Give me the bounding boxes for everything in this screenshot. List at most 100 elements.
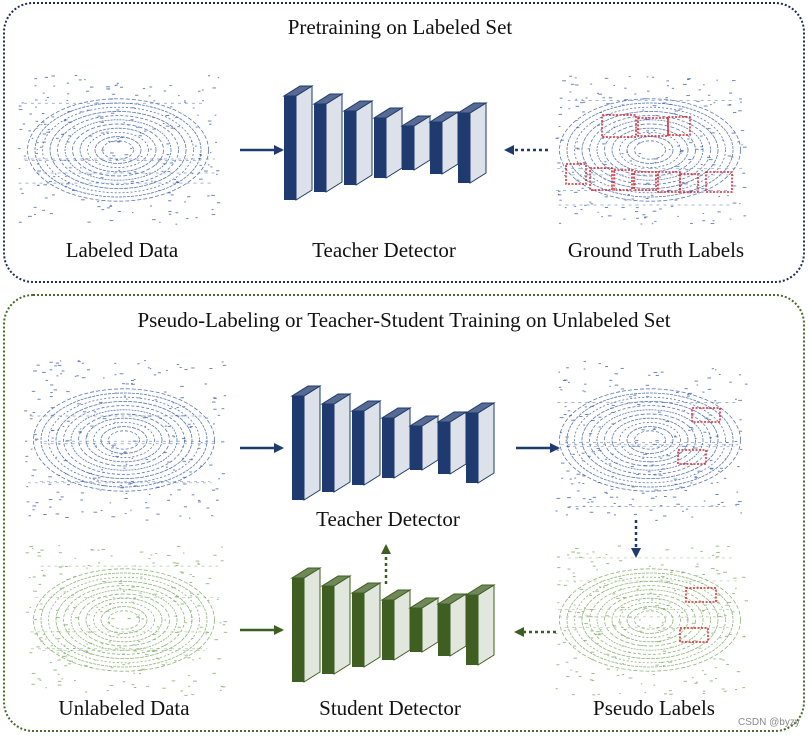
lidar-point — [153, 638, 156, 640]
lidar-point — [621, 104, 624, 106]
lidar-point — [57, 673, 60, 675]
lidar-point — [713, 102, 716, 104]
lidar-point — [592, 694, 596, 696]
lidar-point — [192, 107, 195, 109]
lidar-point — [643, 607, 648, 609]
lidar-point — [42, 133, 47, 135]
lidar-point — [69, 660, 74, 662]
lidar-ring — [27, 98, 209, 202]
lidar-point — [44, 76, 49, 78]
lidar-point — [729, 381, 732, 383]
lidar-point — [727, 155, 732, 157]
lidar-point — [703, 673, 707, 675]
lidar-point — [192, 680, 197, 682]
lidar-point — [136, 616, 140, 618]
lidar-point — [572, 576, 576, 578]
lidar-point — [589, 609, 594, 611]
pretraining-title: Pretraining on Labeled Set — [287, 15, 513, 39]
lidar-point — [221, 361, 224, 363]
lidar-point — [63, 460, 68, 462]
lidar-point — [638, 153, 641, 155]
lidar-point — [619, 692, 621, 694]
lidar-point — [739, 419, 742, 421]
lidar-point — [165, 125, 170, 127]
lidar-point — [188, 685, 191, 687]
lidar-point — [152, 634, 156, 636]
lidar-point — [722, 626, 725, 628]
lidar-point — [133, 379, 136, 381]
lidar-point — [691, 547, 694, 549]
lidar-point — [631, 198, 635, 200]
lidar-point — [606, 563, 610, 565]
lidar-point — [560, 389, 563, 391]
lidar-point — [137, 363, 140, 365]
lidar-point — [138, 614, 140, 616]
lidar-point — [574, 477, 577, 479]
lidar-point — [662, 102, 667, 104]
lidar-point — [585, 615, 589, 617]
lidar-point — [694, 682, 698, 684]
lidar-point — [62, 426, 65, 428]
lidar-point — [653, 684, 656, 686]
lidar-point — [738, 110, 742, 112]
lidar-point — [693, 447, 698, 449]
lidar-point — [97, 477, 101, 479]
lidar-point — [576, 148, 580, 150]
lidar-point — [50, 407, 54, 409]
lidar-point — [34, 439, 38, 441]
lidar-point — [159, 221, 161, 223]
lidar-point — [66, 420, 70, 422]
lidar-point — [31, 475, 34, 477]
lidar-ring — [48, 396, 200, 484]
lidar-point — [205, 583, 210, 585]
lidar-point — [668, 661, 672, 663]
detector-layer — [352, 593, 364, 667]
lidar-point — [42, 575, 46, 577]
lidar-point — [618, 621, 622, 623]
lidar-point — [602, 163, 607, 165]
lidar-point — [565, 440, 568, 442]
lidar-point — [701, 174, 703, 176]
lidar-point — [36, 142, 39, 144]
lidar-point — [695, 575, 699, 577]
lidar-point — [737, 501, 742, 503]
lidar-point — [200, 442, 203, 444]
lidar-point — [715, 493, 719, 495]
lidar-point — [199, 178, 203, 180]
lidar-point — [560, 106, 563, 108]
lidar-ring — [589, 405, 711, 475]
lidar-point — [574, 581, 576, 583]
lidar-point — [724, 458, 727, 460]
lidar-point — [33, 370, 37, 372]
lidar-point — [655, 496, 657, 498]
lidar-point — [724, 635, 729, 637]
lidar-point — [73, 576, 76, 578]
teacher-detector-network-bottom — [290, 385, 496, 501]
lidar-point — [191, 367, 195, 369]
lidar-point — [578, 482, 581, 484]
lidar-point — [571, 551, 575, 553]
lidar-point — [40, 640, 44, 642]
lidar-point — [655, 519, 658, 521]
lidar-point — [707, 127, 711, 129]
lidar-point — [85, 651, 89, 653]
lidar-point — [57, 429, 60, 431]
lidar-point — [175, 415, 179, 417]
lidar-point — [609, 385, 611, 387]
lidar-point — [177, 95, 180, 97]
lidar-point — [77, 403, 81, 405]
lidar-point — [114, 374, 117, 376]
lidar-point — [100, 611, 103, 613]
lidar-point — [653, 674, 655, 676]
lidar-point — [48, 181, 53, 183]
lidar-point — [171, 435, 175, 437]
lidar-point — [583, 368, 586, 370]
lidar-point — [133, 672, 136, 674]
lidar-point — [558, 113, 563, 115]
lidar-point — [576, 490, 580, 492]
lidar-point — [167, 171, 171, 173]
lidar-point — [180, 397, 185, 399]
lidar-point — [37, 170, 42, 172]
lidar-point — [112, 444, 116, 446]
lidar-point — [140, 156, 143, 158]
